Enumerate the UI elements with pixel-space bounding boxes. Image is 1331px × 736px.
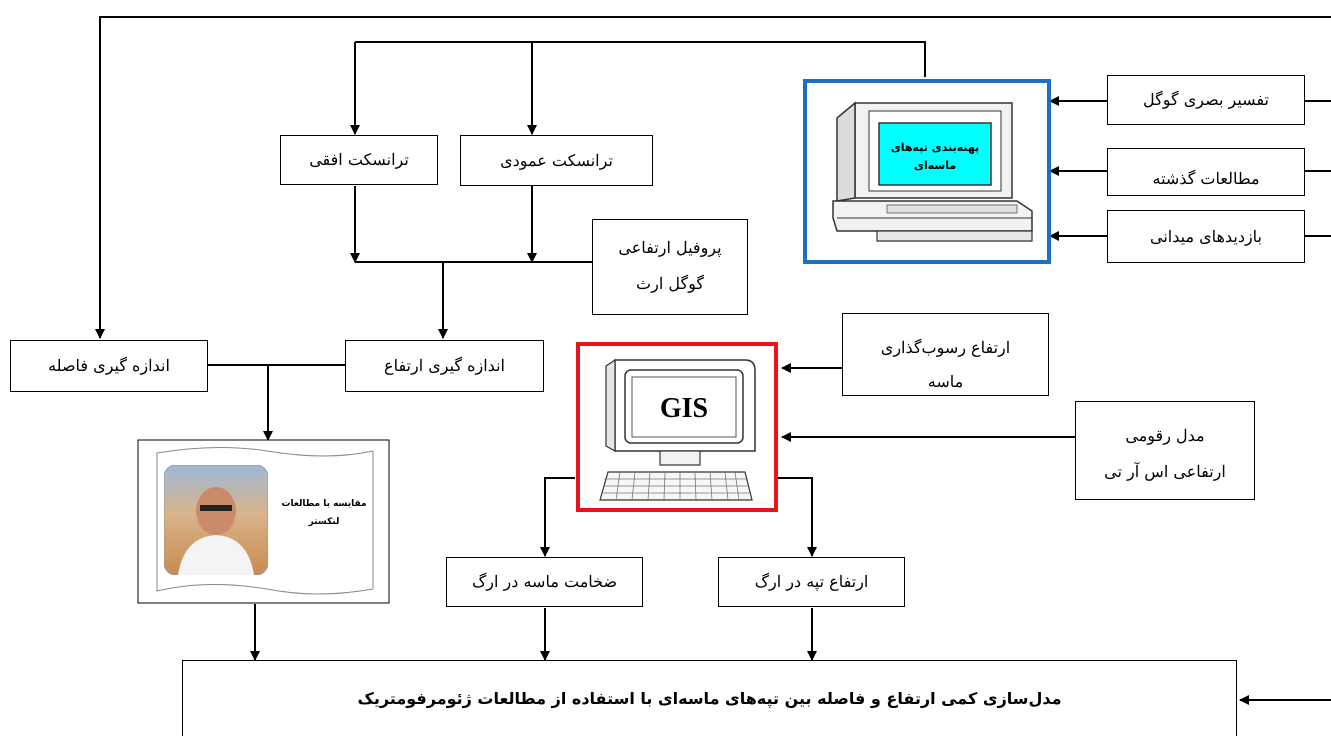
sand-thickness-box: ضخامت ماسه در ارگ (446, 557, 643, 607)
elevation-profile-line2: گوگل ارث (636, 274, 704, 293)
arrow-to-distance (95, 16, 1331, 339)
arrow-gis-to-thickness (540, 477, 575, 557)
dune-height-label: ارتفاع تپه در ارگ (754, 572, 869, 591)
vertical-transect-box: ترانسکت عمودی (460, 135, 653, 186)
horizontal-transect-box: ترانسکت افقی (280, 135, 438, 185)
dem-line2: ارتفاعی اس آر تی (1104, 462, 1226, 481)
sand-thickness-label: ضخامت ماسه در ارگ (471, 572, 618, 591)
distance-measurement-label: اندازه گیری فاصله (48, 356, 170, 375)
elevation-measurement-box: اندازه گیری ارتفاع (345, 340, 544, 392)
final-output-label: مدل‌سازی کمی ارتفاع و فاصله بین تپه‌های … (357, 688, 1062, 708)
gis-computer: GIS (576, 342, 778, 512)
google-visual-box: تفسیر بصری گوگل (1107, 75, 1305, 125)
comparison-book: مقایسه با مطالعات لنکستر (137, 439, 390, 604)
classification-computer: پهنه‌بندی تپه‌های ماسه‌ای (803, 79, 1051, 264)
arrow-gis-to-height (778, 477, 817, 557)
author-photo (164, 465, 268, 575)
field-visits-label: بازدیدهای میدانی (1150, 226, 1262, 246)
gis-screen-text: GIS (659, 393, 709, 424)
sediment-elevation-line2: ماسه (927, 372, 964, 391)
dem-box: مدل رقومی ارتفاعی اس آر تی (1075, 401, 1255, 500)
final-output-box: مدل‌سازی کمی ارتفاع و فاصله بین تپه‌های … (182, 660, 1237, 736)
book-text-line2: لنکستر (308, 517, 340, 527)
book-text-line1: مقایسه با مطالعات (281, 499, 367, 509)
horizontal-transect-label: ترانسکت افقی (309, 150, 409, 169)
google-visual-label: تفسیر بصری گوگل (1143, 90, 1269, 109)
sediment-elevation-line1: ارتفاع رسوب‌گذاری (880, 338, 1011, 357)
classification-text-line2: ماسه‌ای (913, 159, 957, 172)
elevation-profile-box: پروفیل ارتفاعی گوگل ارث (592, 219, 748, 315)
elevation-measurement-label: اندازه گیری ارتفاع (384, 356, 505, 375)
elevation-profile-line1: پروفیل ارتفاعی (618, 238, 722, 257)
dune-height-box: ارتفاع تپه در ارگ (718, 557, 905, 607)
computer-icon (832, 101, 1033, 242)
gis-computer-icon (599, 358, 756, 501)
past-studies-box: مطالعات گذشته (1107, 148, 1305, 196)
distance-measurement-box: اندازه گیری فاصله (10, 340, 208, 392)
dem-line1: مدل رقومی (1125, 426, 1205, 445)
classification-screen-text: پهنه‌بندی تپه‌های ماسه‌ای (879, 126, 991, 188)
book-text: مقایسه با مطالعات لنکستر (272, 495, 376, 531)
classification-text-line1: پهنه‌بندی تپه‌های (890, 141, 980, 155)
vertical-transect-label: ترانسکت عمودی (500, 150, 613, 170)
field-visits-box: بازدیدهای میدانی (1107, 210, 1305, 263)
line-computer-top (355, 41, 926, 77)
sediment-elevation-box: ارتفاع رسوب‌گذاری ماسه (842, 313, 1049, 396)
past-studies-label: مطالعات گذشته (1152, 169, 1260, 188)
